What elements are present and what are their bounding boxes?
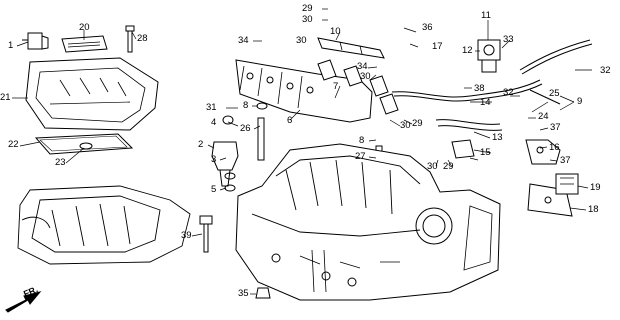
callout-5: 5 <box>211 184 217 195</box>
callout-38: 38 <box>474 83 485 94</box>
callout-26: 26 <box>240 123 251 134</box>
callout-30e: 30 <box>427 161 438 172</box>
fuel-hose-part-9 <box>391 79 543 102</box>
callout-9: 9 <box>577 96 583 107</box>
callout-12: 12 <box>462 45 473 56</box>
callout-14: 14 <box>480 97 491 108</box>
callout-11: 11 <box>481 10 491 21</box>
callout-29c: 29 <box>443 161 454 172</box>
fuel-pipe-part-10 <box>317 37 385 59</box>
label-plate-part-20 <box>61 35 108 53</box>
callout-7: 7 <box>333 81 339 92</box>
callout-32b: 32 <box>503 87 514 98</box>
callout-6: 6 <box>287 115 293 126</box>
callout-36: 36 <box>422 22 433 33</box>
return-hose-part-25 <box>519 39 593 105</box>
connector-part-19 <box>555 173 579 195</box>
callout-37a: 37 <box>550 122 561 133</box>
callout-34b: 34 <box>357 61 368 72</box>
callout-37b: 37 <box>560 155 571 166</box>
callout-33: 33 <box>503 34 514 45</box>
gasket-part-22 <box>34 133 134 155</box>
callout-22: 22 <box>8 139 19 150</box>
callout-30a: 30 <box>302 14 313 25</box>
callout-24: 24 <box>538 111 549 122</box>
callout-21: 21 <box>0 92 11 103</box>
callout-13: 13 <box>492 132 503 143</box>
callout-29a: 29 <box>302 3 313 14</box>
sensor-part-1 <box>22 32 49 50</box>
callout-35: 35 <box>238 288 249 299</box>
callout-30b: 30 <box>296 35 307 46</box>
callout-3: 3 <box>211 154 217 165</box>
callout-8b: 8 <box>359 135 365 146</box>
callout-1: 1 <box>8 40 14 51</box>
callout-15: 15 <box>480 147 491 158</box>
leader-lines <box>12 8 592 295</box>
stud-part-26 <box>257 117 265 161</box>
grommet-part-23 <box>79 142 93 150</box>
callout-16: 16 <box>549 142 560 153</box>
pressure-regulator-part-11 <box>477 39 501 73</box>
callout-30d: 30 <box>400 120 411 131</box>
front-direction-arrow <box>5 291 42 313</box>
bolt-part-28 <box>125 25 135 53</box>
callout-4: 4 <box>211 117 217 128</box>
bolt-part-39 <box>199 215 213 253</box>
callout-19: 19 <box>590 182 601 193</box>
callout-25: 25 <box>549 88 560 99</box>
callout-10: 10 <box>330 26 341 37</box>
bracket-part-16 <box>525 139 561 165</box>
callout-23: 23 <box>55 157 66 168</box>
callout-8a: 8 <box>243 100 249 111</box>
callout-17: 17 <box>432 41 443 52</box>
callout-32a: 32 <box>600 65 611 76</box>
callout-30c: 30 <box>360 71 371 82</box>
callout-2: 2 <box>198 139 204 150</box>
injector-part-2 <box>211 141 239 187</box>
intake-manifold <box>235 143 501 301</box>
callout-31: 31 <box>206 102 217 113</box>
callout-18: 18 <box>588 204 599 215</box>
callout-27: 27 <box>355 151 366 162</box>
fitting-part-15 <box>451 139 475 159</box>
callout-28: 28 <box>137 33 148 44</box>
lower-intake-outline <box>17 185 191 265</box>
hose-clamp-part-13 <box>435 119 503 131</box>
callout-39: 39 <box>181 230 192 241</box>
callout-34a: 34 <box>238 35 249 46</box>
nut-part-35 <box>255 287 271 299</box>
injector-row-part-7 <box>317 59 399 115</box>
callout-20: 20 <box>79 22 90 33</box>
callout-29b: 29 <box>412 118 423 129</box>
engine-cover-part-21 <box>25 57 159 131</box>
